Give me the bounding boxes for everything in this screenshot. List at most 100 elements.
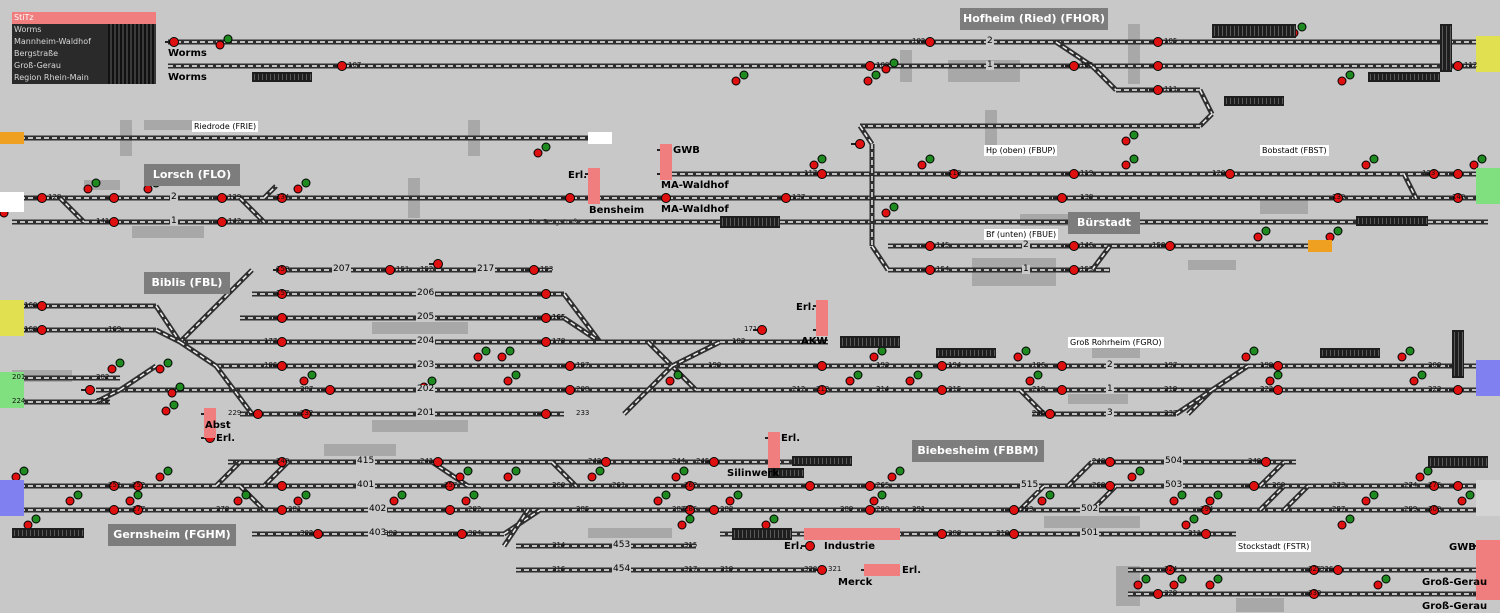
signal-10[interactable] bbox=[105, 193, 119, 203]
signal-cluster-10[interactable] bbox=[1469, 154, 1487, 170]
signal-34[interactable] bbox=[921, 265, 935, 275]
signal-cluster-28[interactable] bbox=[845, 370, 863, 386]
signal-cluster-48[interactable] bbox=[65, 490, 83, 506]
signal-74[interactable] bbox=[429, 457, 443, 467]
signal-cluster-40[interactable] bbox=[155, 466, 173, 482]
signal-cluster-13[interactable] bbox=[1253, 226, 1271, 242]
selector-item-bergstrasse[interactable]: Bergstraße bbox=[14, 49, 59, 58]
signal-27[interactable] bbox=[1449, 169, 1463, 179]
alert-abst[interactable] bbox=[204, 408, 216, 438]
signal-cluster-63[interactable] bbox=[677, 514, 695, 530]
signal-cluster-15[interactable] bbox=[881, 58, 899, 74]
signal-104[interactable] bbox=[1005, 529, 1019, 539]
signal-1[interactable] bbox=[921, 37, 935, 47]
signal-96[interactable] bbox=[705, 505, 719, 515]
signal-62[interactable] bbox=[813, 385, 827, 395]
alert-merck[interactable] bbox=[864, 564, 900, 576]
signal-113[interactable] bbox=[1329, 565, 1343, 575]
signal-cluster-50[interactable] bbox=[233, 490, 251, 506]
signal-cluster-59[interactable] bbox=[1205, 490, 1223, 506]
signal-0[interactable] bbox=[165, 37, 179, 47]
signal-37[interactable] bbox=[273, 265, 287, 275]
signal-cluster-0[interactable] bbox=[215, 34, 233, 50]
signal-67[interactable] bbox=[249, 409, 263, 419]
signal-29[interactable] bbox=[1329, 193, 1343, 203]
signal-cluster-8[interactable] bbox=[1121, 154, 1139, 170]
signal-cluster-26[interactable] bbox=[503, 370, 521, 386]
signal-55[interactable] bbox=[933, 361, 947, 371]
end-marker-buerstadt[interactable] bbox=[1308, 240, 1332, 252]
signal-13[interactable] bbox=[213, 217, 227, 227]
signal-cluster-2[interactable] bbox=[863, 70, 881, 86]
end-marker-riedrode[interactable] bbox=[0, 132, 24, 144]
end-marker-biblis-green[interactable] bbox=[0, 372, 24, 408]
signal-32[interactable] bbox=[1065, 241, 1079, 251]
signal-cluster-45[interactable] bbox=[887, 466, 905, 482]
signal-2[interactable] bbox=[1149, 37, 1163, 47]
signal-cluster-17[interactable] bbox=[293, 178, 311, 194]
signal-38[interactable] bbox=[381, 265, 395, 275]
alert-gwb[interactable] bbox=[660, 144, 672, 180]
signal-cluster-4[interactable] bbox=[1337, 70, 1355, 86]
signal-70[interactable] bbox=[1041, 409, 1055, 419]
signal-cluster-25[interactable] bbox=[299, 370, 317, 386]
signal-105[interactable] bbox=[1197, 529, 1211, 539]
signal-cluster-9[interactable] bbox=[1361, 154, 1379, 170]
signal-cluster-1[interactable] bbox=[731, 70, 749, 86]
end-marker-gernsheim[interactable] bbox=[0, 480, 24, 516]
signal-cluster-57[interactable] bbox=[1037, 490, 1055, 506]
selector-item-gross-gerau[interactable]: Groß-Gerau bbox=[14, 61, 61, 70]
signal-cluster-14[interactable] bbox=[1325, 226, 1343, 242]
signal-93[interactable] bbox=[273, 505, 287, 515]
signal-52[interactable] bbox=[273, 361, 287, 371]
signal-cluster-55[interactable] bbox=[725, 490, 743, 506]
signal-cluster-42[interactable] bbox=[503, 466, 521, 482]
signal-63[interactable] bbox=[933, 385, 947, 395]
signal-cluster-31[interactable] bbox=[1265, 370, 1283, 386]
selector-item-region-rhein-main[interactable]: Region Rhein-Main bbox=[14, 73, 89, 82]
signal-88[interactable] bbox=[1245, 481, 1259, 491]
signal-82[interactable] bbox=[273, 481, 287, 491]
signal-94[interactable] bbox=[441, 505, 455, 515]
signal-100[interactable] bbox=[1425, 505, 1439, 515]
signal-23[interactable] bbox=[945, 169, 959, 179]
signal-5[interactable] bbox=[1065, 61, 1079, 71]
signal-cluster-68[interactable] bbox=[1169, 574, 1187, 590]
signal-98[interactable] bbox=[1005, 505, 1019, 515]
signal-92[interactable] bbox=[129, 505, 143, 515]
signal-36[interactable] bbox=[851, 139, 865, 149]
signal-15[interactable] bbox=[561, 193, 575, 203]
signal-39[interactable] bbox=[429, 259, 443, 269]
signal-6[interactable] bbox=[1149, 61, 1163, 71]
signal-cluster-39[interactable] bbox=[11, 466, 29, 482]
signal-69[interactable] bbox=[537, 409, 551, 419]
signal-9[interactable] bbox=[33, 193, 47, 203]
signal-24[interactable] bbox=[1065, 169, 1079, 179]
signal-31[interactable] bbox=[921, 241, 935, 251]
signal-cluster-22[interactable] bbox=[167, 382, 185, 398]
signal-cluster-61[interactable] bbox=[1457, 490, 1475, 506]
signal-cluster-34[interactable] bbox=[473, 346, 491, 362]
signal-cluster-49[interactable] bbox=[125, 490, 143, 506]
signal-97[interactable] bbox=[861, 505, 875, 515]
signal-20[interactable] bbox=[657, 193, 671, 203]
signal-107[interactable] bbox=[801, 541, 815, 551]
signal-42[interactable] bbox=[537, 289, 551, 299]
signal-cluster-11[interactable] bbox=[809, 154, 827, 170]
signal-11[interactable] bbox=[213, 193, 227, 203]
signal-103[interactable] bbox=[933, 529, 947, 539]
signal-28[interactable] bbox=[1053, 193, 1067, 203]
signal-cluster-6[interactable] bbox=[533, 142, 551, 158]
signal-35[interactable] bbox=[1065, 265, 1079, 275]
signal-cluster-7[interactable] bbox=[917, 154, 935, 170]
signal-cluster-27[interactable] bbox=[665, 370, 683, 386]
signal-76[interactable] bbox=[705, 457, 719, 467]
signal-cluster-21[interactable] bbox=[155, 358, 173, 374]
alert-industrie[interactable] bbox=[804, 528, 900, 540]
signal-85[interactable] bbox=[801, 481, 815, 491]
signal-30[interactable] bbox=[1449, 193, 1463, 203]
signal-68[interactable] bbox=[297, 409, 311, 419]
signal-45[interactable] bbox=[273, 337, 287, 347]
signal-84[interactable] bbox=[681, 481, 695, 491]
signal-102[interactable] bbox=[453, 529, 467, 539]
